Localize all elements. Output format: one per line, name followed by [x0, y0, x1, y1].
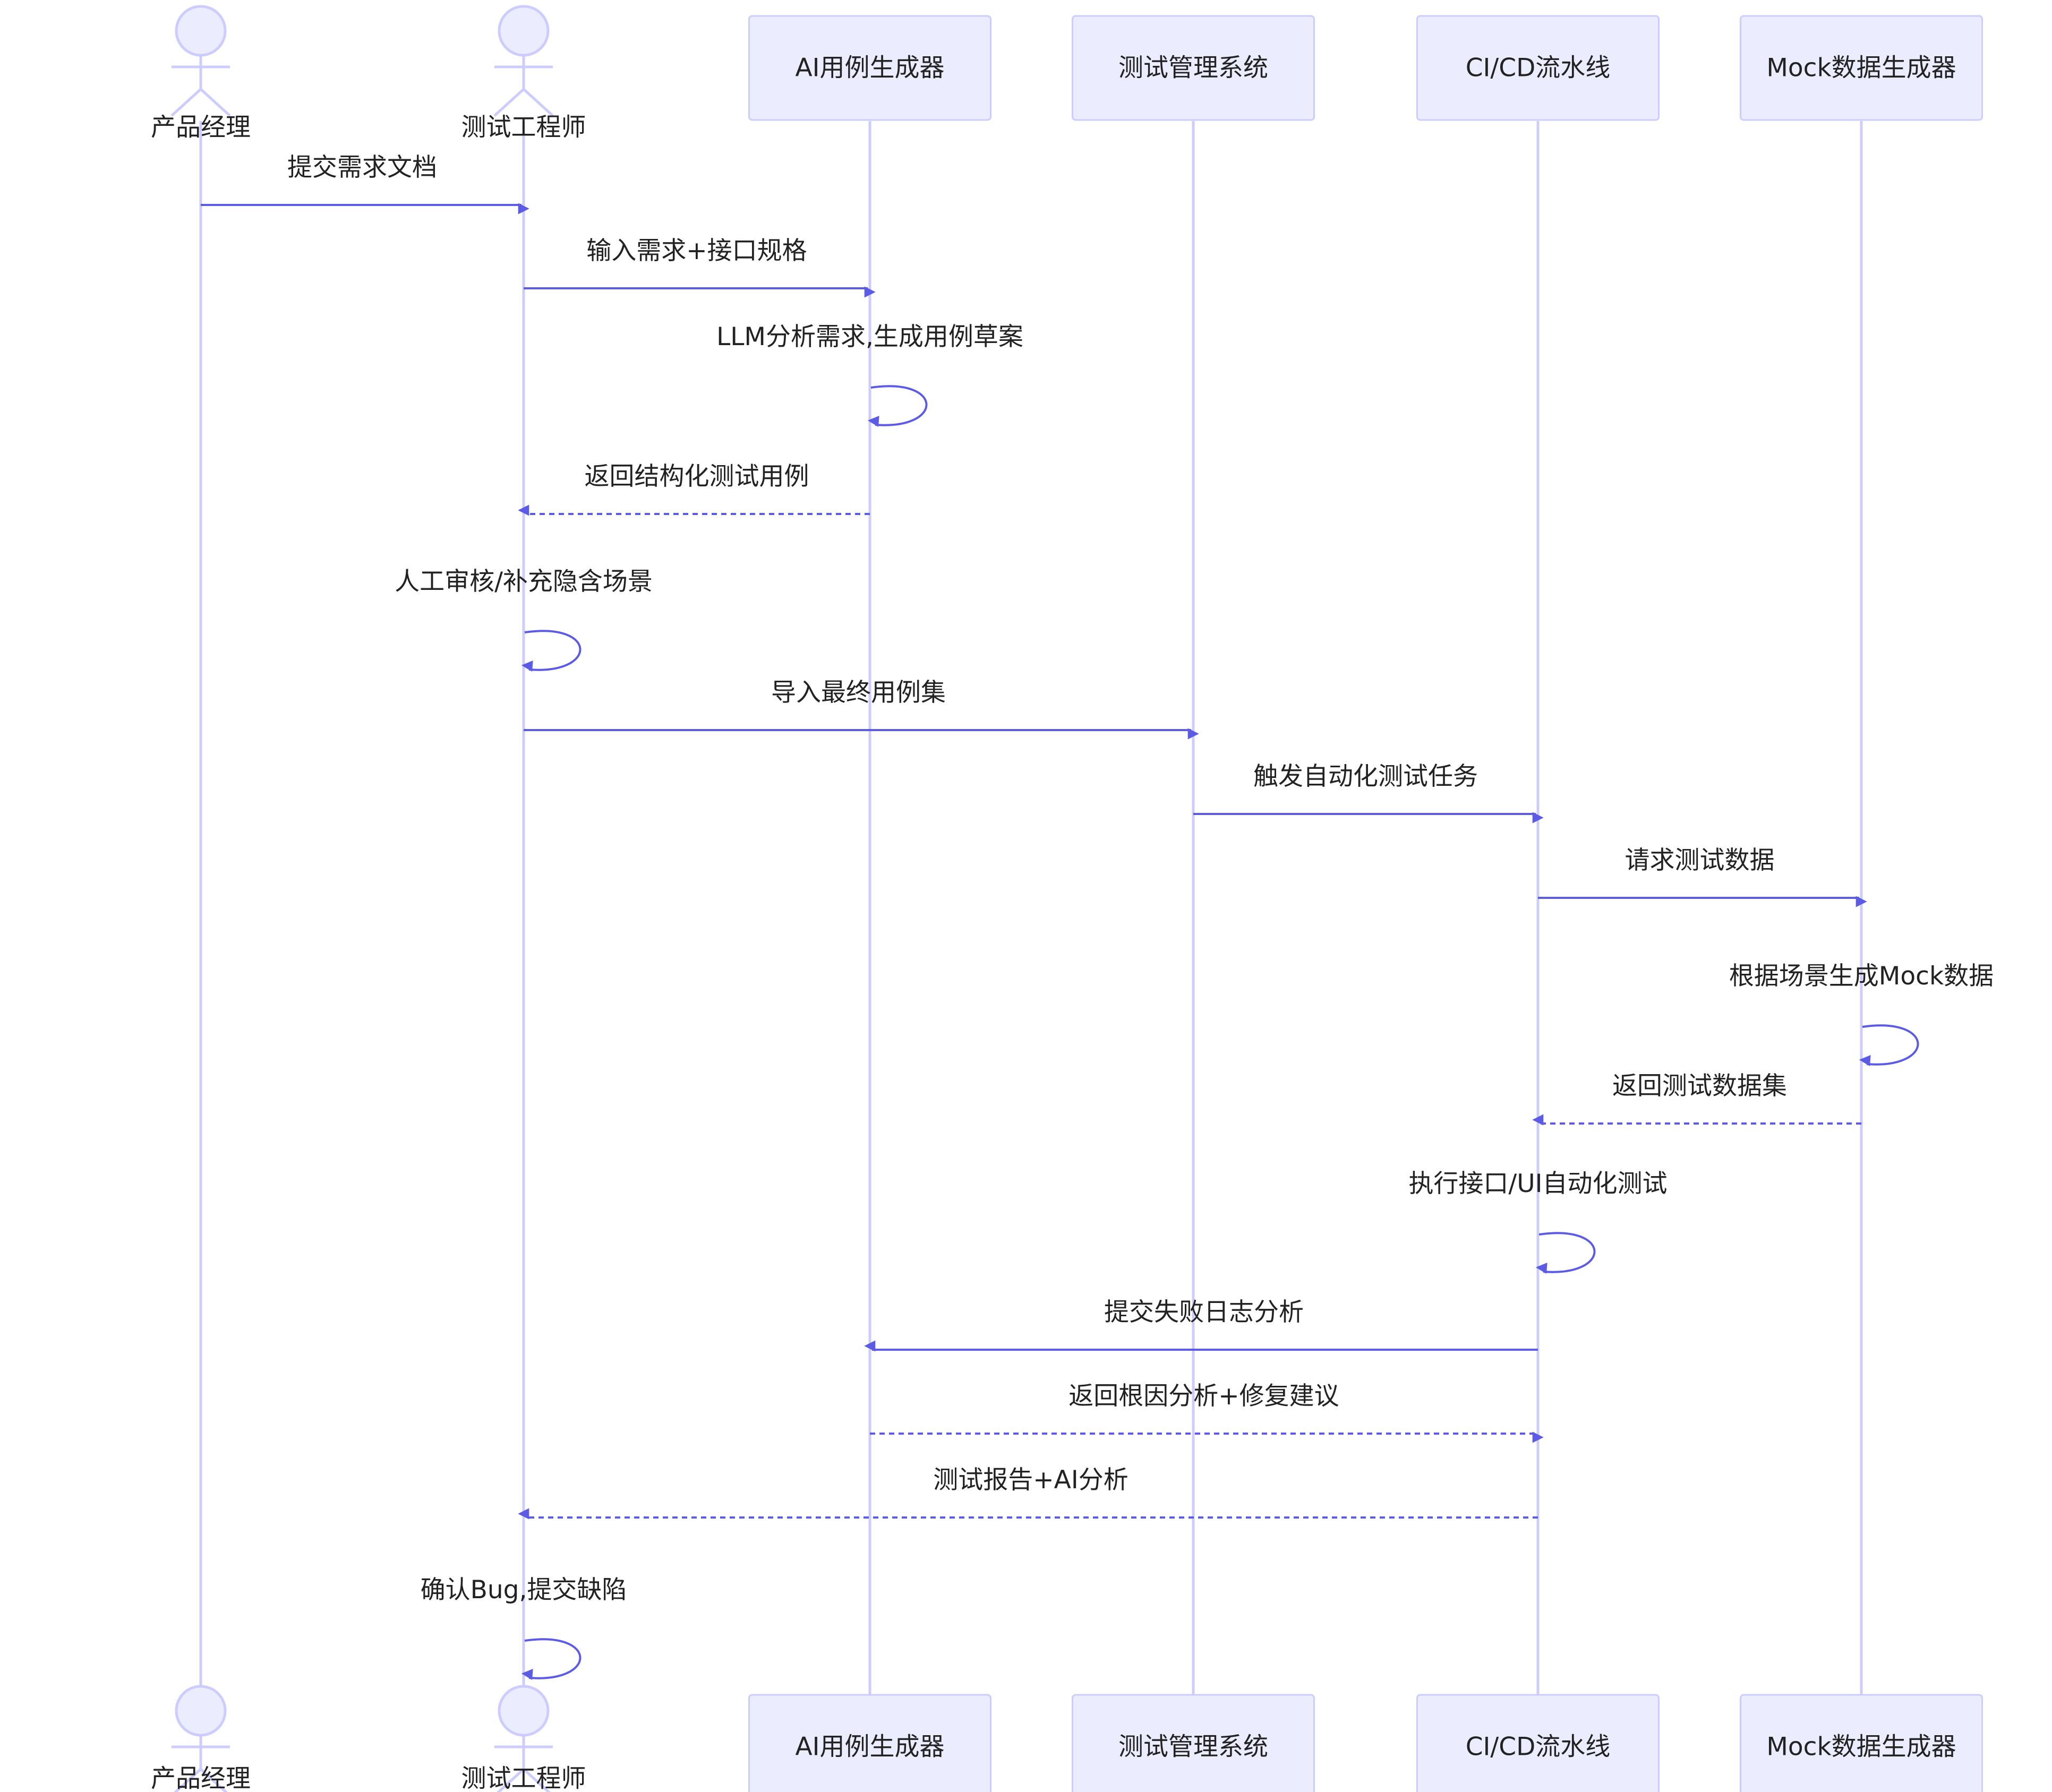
message-10: 返回测试数据集	[1532, 1071, 1861, 1126]
message-3: LLM分析需求,生成用例草案	[716, 322, 1023, 427]
participant-box	[748, 1694, 991, 1792]
actor-qa-top: 测试工程师	[461, 5, 586, 142]
actor-body-icon	[170, 55, 231, 117]
message-label: 输入需求+接口规格	[586, 236, 807, 265]
actor-body-icon	[494, 1735, 553, 1792]
actor-body-icon	[493, 55, 554, 117]
participant-box	[1740, 15, 1983, 121]
message-label: 执行接口/UI自动化测试	[1408, 1169, 1667, 1198]
participant-label: Mock数据生成器	[1766, 1733, 1956, 1762]
message-label: 返回结构化测试用例	[585, 462, 809, 491]
message-label: 确认Bug,提交缺陷	[421, 1575, 627, 1605]
message-4: 返回结构化测试用例	[518, 462, 870, 516]
message-2: 输入需求+接口规格	[524, 236, 876, 298]
message-15: 确认Bug,提交缺陷	[421, 1575, 627, 1680]
message-label: 导入最终用例集	[771, 678, 946, 707]
participant-label: CI/CD流水线	[1466, 1733, 1611, 1762]
participant-label: 测试管理系统	[1118, 1733, 1268, 1762]
message-label: LLM分析需求,生成用例草案	[716, 322, 1023, 351]
actor-head-icon	[175, 5, 227, 57]
participant-box	[1072, 15, 1315, 121]
actor-pm-top: 产品经理	[151, 5, 251, 142]
message-label: 提交失败日志分析	[1104, 1298, 1304, 1327]
participant-mock-top: Mock数据生成器	[1740, 15, 1983, 121]
participant-box	[1740, 1694, 1983, 1792]
message-label: 人工审核/补充隐含场景	[395, 567, 653, 596]
message-6: 导入最终用例集	[524, 678, 1199, 740]
participant-tms-bottom: 测试管理系统	[1072, 1694, 1315, 1792]
participant-ai-top: AI用例生成器	[748, 15, 991, 121]
message-label: 返回根因分析+修复建议	[1068, 1382, 1339, 1411]
actor-body-icon	[172, 1735, 230, 1792]
actor-pm-bottom: 产品经理	[151, 1685, 251, 1792]
actor-qa-bottom: 测试工程师	[461, 1685, 586, 1792]
message-14: 测试报告+AI分析	[518, 1465, 1538, 1520]
actor-label: 产品经理	[151, 113, 251, 142]
message-label: 根据场景生成Mock数据	[1729, 962, 1994, 991]
participant-tms-top: 测试管理系统	[1072, 15, 1315, 121]
self-message-arrow	[1535, 1232, 1596, 1274]
participant-label: AI用例生成器	[795, 54, 944, 83]
participant-ai-bottom: AI用例生成器	[748, 1694, 991, 1792]
message-7: 触发自动化测试任务	[1193, 762, 1544, 824]
participant-label: AI用例生成器	[795, 1733, 944, 1762]
participant-label: Mock数据生成器	[1766, 54, 1956, 83]
message-13: 返回根因分析+修复建议	[870, 1382, 1544, 1443]
self-message-arrow	[1859, 1024, 1919, 1066]
participant-box	[1416, 15, 1660, 121]
actor-label: 产品经理	[151, 1764, 251, 1792]
message-1: 提交需求文档	[201, 153, 529, 215]
message-label: 触发自动化测试任务	[1253, 762, 1478, 791]
message-label: 提交需求文档	[287, 153, 437, 182]
actor-label: 测试工程师	[461, 113, 586, 142]
actor-head-icon	[498, 5, 550, 57]
message-12: 提交失败日志分析	[864, 1298, 1538, 1352]
message-11: 执行接口/UI自动化测试	[1408, 1169, 1668, 1274]
participant-ci-top: CI/CD流水线	[1416, 15, 1660, 121]
actor-label: 测试工程师	[461, 1764, 586, 1792]
participant-label: CI/CD流水线	[1466, 54, 1611, 83]
participant-box	[748, 15, 991, 121]
self-message-arrow	[521, 630, 582, 672]
message-8: 请求测试数据	[1538, 846, 1867, 907]
actor-head-icon	[175, 1685, 227, 1737]
message-label: 测试报告+AI分析	[933, 1465, 1128, 1495]
participant-ci-bottom: CI/CD流水线	[1416, 1694, 1660, 1792]
self-message-arrow	[521, 1638, 582, 1680]
actor-head-icon	[498, 1685, 550, 1737]
participant-box	[1416, 1694, 1660, 1792]
participant-box	[1072, 1694, 1315, 1792]
message-label: 返回测试数据集	[1612, 1071, 1787, 1101]
self-message-arrow	[867, 385, 928, 427]
participant-mock-bottom: Mock数据生成器	[1740, 1694, 1983, 1792]
participant-label: 测试管理系统	[1118, 54, 1268, 83]
message-5: 人工审核/补充隐含场景	[395, 567, 653, 672]
message-label: 请求测试数据	[1625, 846, 1775, 875]
message-9: 根据场景生成Mock数据	[1729, 962, 1994, 1066]
